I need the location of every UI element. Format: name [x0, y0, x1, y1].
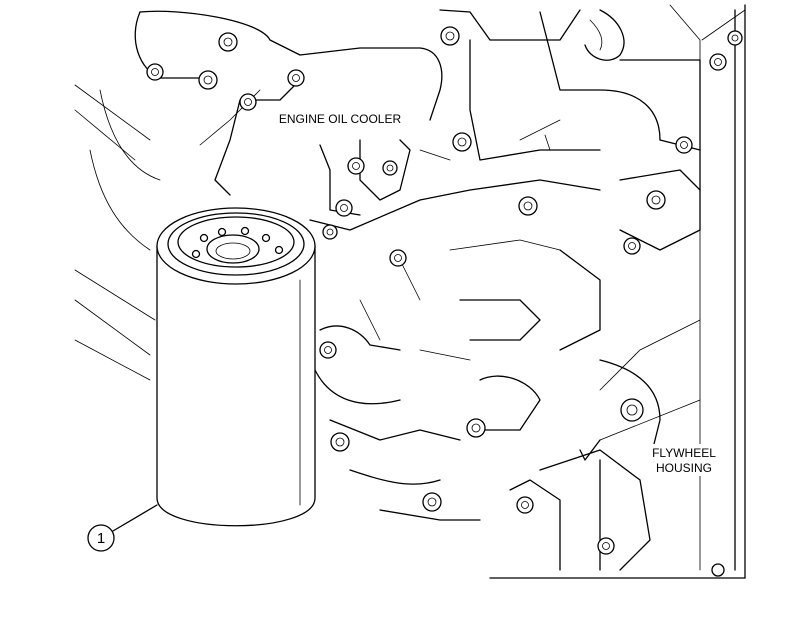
bolt-icon	[322, 224, 338, 240]
bolt-icon	[675, 136, 693, 154]
part-labels: ENGINE OIL COOLER FLYWHEEL HOUSING	[268, 110, 724, 476]
bolt-icon	[466, 418, 486, 438]
bolt-icon	[382, 160, 398, 176]
bolt-icon	[335, 199, 353, 217]
bolt-icon	[518, 196, 538, 216]
bolt-icon	[620, 398, 644, 422]
bolt-icon	[623, 237, 641, 255]
bolt-icon	[198, 70, 218, 90]
bolt-icon	[516, 496, 534, 514]
callout-1: 1	[87, 504, 158, 552]
engine-oil-cooler-label: ENGINE OIL COOLER	[279, 112, 402, 126]
bolt-heads	[146, 26, 743, 577]
bolt-icon	[709, 53, 727, 71]
bolt-icon	[711, 563, 725, 577]
bolt-icon	[452, 132, 472, 152]
bolt-icon	[597, 537, 615, 555]
bolt-icon	[319, 341, 337, 359]
engine-block	[74, 4, 746, 579]
bolt-icon	[146, 63, 164, 81]
bolt-icon	[218, 32, 238, 52]
flywheel-housing-label-line2: HOUSING	[656, 461, 712, 475]
bolt-icon	[646, 190, 666, 210]
oil-filter	[156, 207, 316, 527]
bolt-icon	[330, 432, 350, 452]
callout-number: 1	[97, 530, 105, 547]
bolt-icon	[239, 93, 257, 111]
bolt-icon	[440, 26, 460, 46]
flywheel-housing-label-line1: FLYWHEEL	[652, 446, 716, 460]
bolt-icon	[389, 249, 407, 267]
bolt-icon	[287, 69, 305, 87]
bolt-icon	[347, 157, 365, 175]
bolt-icon	[422, 492, 442, 512]
bolt-icon	[727, 30, 743, 46]
